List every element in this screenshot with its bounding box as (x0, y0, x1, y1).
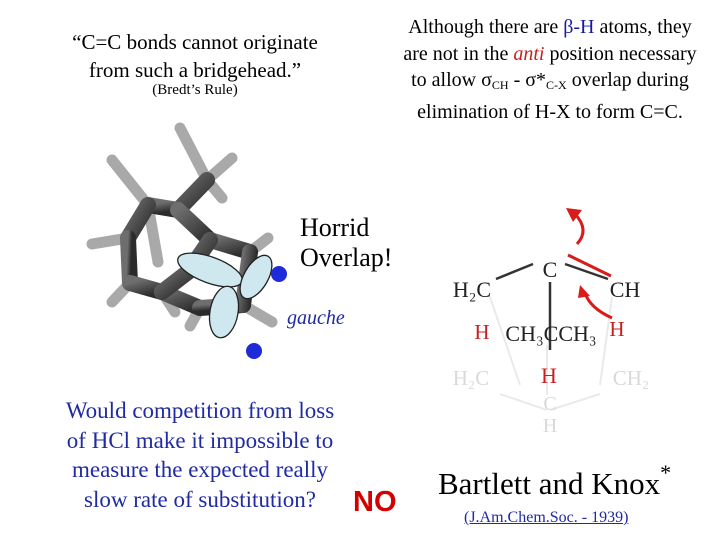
atom-h-center: H (541, 363, 557, 388)
arrowhead-lower-icon (578, 285, 590, 298)
atom-ch3-row: CH₃CCH₃ (505, 321, 596, 346)
atom-h-right: H (609, 317, 624, 341)
authors-citation: Bartlett and Knox* (438, 460, 671, 502)
atom-ch: CH (610, 277, 641, 302)
horrid-line-1: Horrid (300, 213, 392, 243)
horrid-overlap-label: Horrid Overlap! (300, 213, 392, 273)
answer-no: NO (353, 486, 397, 519)
atom-h-left: H (474, 320, 489, 344)
question-line: Would competition from loss (20, 396, 380, 426)
question-line: slow rate of substitution? (20, 485, 380, 515)
atom-h-lower: H (543, 415, 557, 437)
atom-c-lower: C (543, 393, 556, 415)
electron-dot (271, 266, 287, 282)
bicyclic-structure: C H₂C CH H CH₃CCH₃ H H H₂C CH₂ C H (453, 208, 650, 437)
atom-ch2-lower: CH₂ (613, 366, 650, 390)
journal-reference-link[interactable]: (J.Am.Chem.Soc. - 1939) (464, 509, 628, 527)
horrid-line-2: Overlap! (300, 243, 392, 273)
question-line: of HCl make it impossible to (20, 426, 380, 456)
gauche-label: gauche (287, 307, 345, 330)
atom-c-top: C (543, 257, 558, 282)
question-text: Would competition from loss of HCl make … (20, 396, 380, 514)
question-line: measure the expected really (20, 455, 380, 485)
atom-h2c: H₂C (453, 277, 491, 302)
electron-dot (246, 343, 262, 359)
atom-h2c-lower: H₂C (453, 366, 490, 390)
authors-name: Bartlett and Knox (438, 466, 660, 501)
authors-footnote-mark: * (660, 460, 671, 485)
